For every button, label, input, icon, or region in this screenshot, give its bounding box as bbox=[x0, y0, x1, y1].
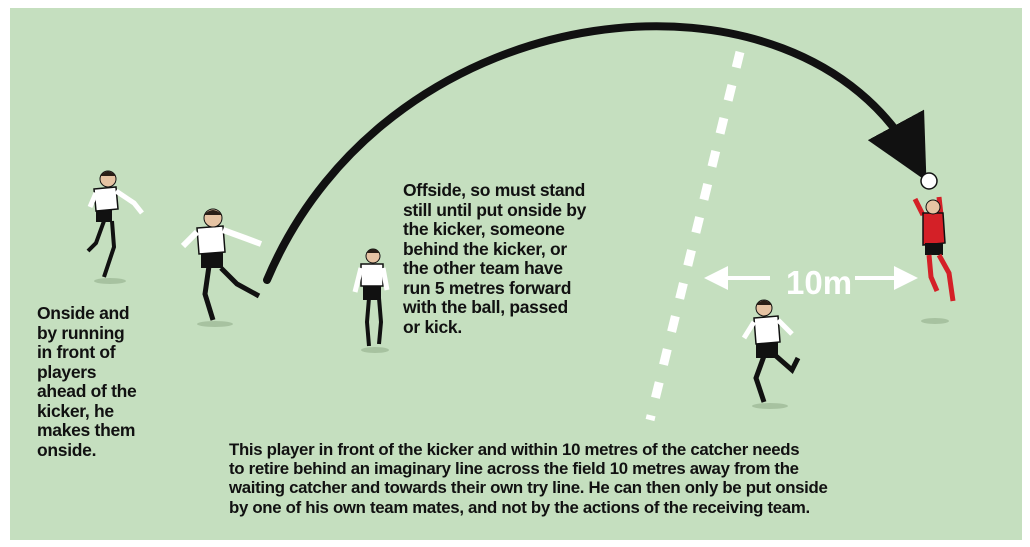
kicker bbox=[183, 209, 261, 327]
ten-metre-line bbox=[650, 52, 740, 420]
diagram-canvas: Onside and by running in front of player… bbox=[10, 8, 1022, 540]
onside-note: Onside and by running in front of player… bbox=[37, 304, 172, 460]
offside-note: Offside, so must stand still until put o… bbox=[403, 181, 663, 337]
running-player bbox=[88, 171, 142, 284]
catcher-receiving-team bbox=[915, 173, 953, 324]
retiring-player bbox=[744, 300, 798, 409]
ten-metre-label: 10m bbox=[786, 264, 852, 302]
offside-standing-player bbox=[355, 249, 389, 353]
retire-note: This player in front of the kicker and w… bbox=[229, 440, 1022, 517]
